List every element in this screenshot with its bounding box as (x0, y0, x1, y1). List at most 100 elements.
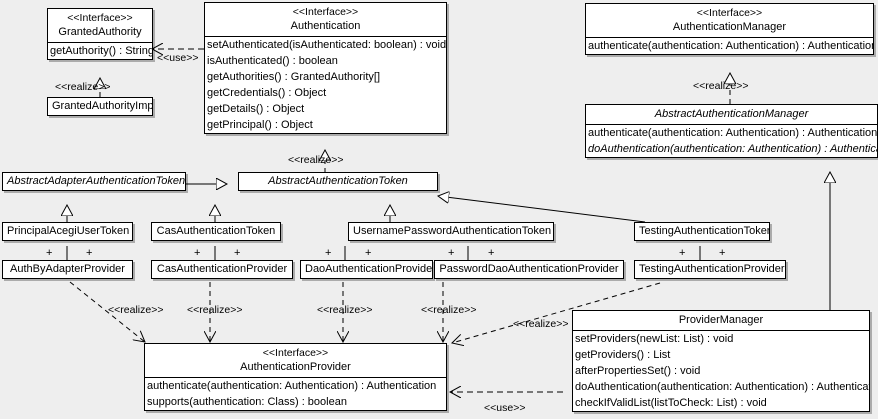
compartment-divider (586, 37, 873, 38)
class-name: GrantedAuthorityImpl (52, 100, 153, 112)
edge-label-realize-grantedauthorityimpl: <<realize>> (55, 81, 111, 93)
edge-label-realize-casauthenticationprovider: <<realize>> (187, 304, 243, 316)
class-auth-by-adapter-provider[interactable]: AuthByAdapterProvider (2, 260, 133, 279)
operation: supports(authentication: Class) : boolea… (147, 396, 347, 408)
class-testing-authentication-provider[interactable]: TestingAuthenticationProvider (634, 260, 786, 279)
stereotype: <<Interface>> (696, 7, 763, 19)
class-provider-manager[interactable]: ProviderManager setProviders(newList: Li… (572, 310, 870, 412)
class-header: <<Interface>> AuthenticationManager (586, 4, 873, 37)
assoc-marker-plus: + (448, 247, 455, 259)
operation: getPrincipal() : Object (207, 119, 313, 131)
class-name: AuthenticationManager (672, 21, 787, 33)
class-principal-acegi-user-token[interactable]: PrincipalAcegiUserToken (2, 222, 133, 241)
class-granted-authority[interactable]: <<Interface>> GrantedAuthority getAuthor… (47, 8, 153, 60)
class-header: ProviderManager (573, 311, 869, 330)
class-header: AuthByAdapterProvider (3, 261, 132, 278)
class-cas-authentication-token[interactable]: CasAuthenticationToken (151, 222, 281, 241)
class-header: UsernamePasswordAuthenticationToken (349, 223, 553, 240)
class-name: AbstractAuthenticationToken (268, 175, 408, 187)
class-abstract-adapter-authentication-token[interactable]: AbstractAdapterAuthenticationToken (2, 172, 186, 191)
class-header: AbstractAdapterAuthenticationToken (3, 173, 185, 190)
class-header: AbstractAuthenticationManager (586, 105, 877, 124)
class-authentication[interactable]: <<Interface>> Authentication setAuthenti… (204, 2, 447, 134)
operation: authenticate(authentication: Authenticat… (588, 40, 874, 52)
class-header: AbstractAuthenticationToken (239, 173, 437, 190)
operation: getAuthorities() : GrantedAuthority[] (207, 71, 381, 83)
edge-label-use-authentication: <<use>> (157, 52, 199, 64)
class-name: TestingAuthenticationProvider (639, 263, 785, 275)
operation: isAuthenticated() : boolean (207, 55, 338, 67)
class-header: PasswordDaoAuthenticationProvider (435, 261, 623, 278)
edge-label-realize-abstractauthenticationtoken: <<realize>> (288, 154, 344, 166)
operations-compartment: authenticate(authentication: Authenticat… (586, 38, 873, 54)
class-header: TestingAuthenticationProvider (635, 261, 785, 278)
class-username-password-authentication-token[interactable]: UsernamePasswordAuthenticationToken (348, 222, 554, 241)
class-name: AuthenticationProvider (240, 361, 351, 373)
edge-label-realize-abstractauthenticationmanager: <<realize>> (693, 80, 749, 92)
assoc-marker-plus: + (46, 247, 53, 259)
class-name: UsernamePasswordAuthenticationToken (353, 225, 552, 237)
operation: getDetails() : Object (207, 103, 305, 115)
operation: checkIfValidList(listToCheck: List) : vo… (575, 397, 767, 409)
class-name: ProviderManager (678, 314, 764, 326)
class-granted-authority-impl[interactable]: GrantedAuthorityImpl (47, 97, 153, 116)
operations-compartment: authenticate(authentication: Authenticat… (145, 378, 446, 410)
edge-label-use-providermanager: <<use>> (484, 402, 526, 414)
assoc-marker-plus: + (679, 247, 686, 259)
class-name: DaoAuthenticationProvider (305, 263, 433, 275)
operation: setProviders(newList: List) : void (575, 333, 734, 345)
class-header: <<Interface>> GrantedAuthority (48, 9, 152, 42)
class-header: DaoAuthenticationProvider (301, 261, 432, 278)
class-dao-authentication-provider[interactable]: DaoAuthenticationProvider (300, 260, 433, 279)
operation: doAuthentication(authentication: Authent… (575, 381, 870, 393)
assoc-marker-plus: + (86, 247, 93, 259)
operation: doAuthentication(authentication: Authent… (588, 143, 878, 155)
compartment-divider (48, 42, 152, 43)
stereotype: <<Interface>> (292, 6, 359, 18)
class-name: CasAuthenticationProvider (156, 263, 288, 275)
operation: getProviders() : List (575, 349, 671, 361)
operation: afterPropertiesSet() : void (575, 365, 701, 377)
compartment-divider (586, 124, 877, 125)
stereotype: <<Interface>> (67, 12, 133, 24)
class-name: PrincipalAcegiUserToken (7, 225, 130, 237)
operations-compartment: getAuthority() : String (48, 43, 152, 59)
class-name: AbstractAdapterAuthenticationToken (7, 175, 186, 187)
edge-label-realize-testingauthenticationprovider: <<realize>> (513, 318, 569, 330)
edge-label-realize-passworddaoauthenticationprovider: <<realize>> (421, 304, 477, 316)
assoc-marker-plus: + (234, 247, 241, 259)
class-name: PasswordDaoAuthenticationProvider (439, 263, 619, 275)
class-name: AuthByAdapterProvider (10, 263, 125, 275)
class-name: GrantedAuthority (58, 26, 142, 38)
class-header: PrincipalAcegiUserToken (3, 223, 132, 240)
operation: authenticate(authentication: Authenticat… (588, 127, 878, 139)
class-name: AbstractAuthenticationManager (654, 108, 809, 120)
operations-compartment: setAuthenticated(isAuthenticated: boolea… (205, 37, 446, 133)
class-password-dao-authentication-provider[interactable]: PasswordDaoAuthenticationProvider (434, 260, 624, 279)
class-abstract-authentication-manager[interactable]: AbstractAuthenticationManager authentica… (585, 104, 878, 158)
class-authentication-provider[interactable]: <<Interface>> AuthenticationProvider aut… (144, 343, 447, 411)
compartment-divider (573, 330, 869, 331)
class-cas-authentication-provider[interactable]: CasAuthenticationProvider (151, 260, 293, 279)
class-abstract-authentication-token[interactable]: AbstractAuthenticationToken (238, 172, 438, 191)
compartment-divider (145, 377, 446, 378)
assoc-marker-plus: + (488, 247, 495, 259)
edge-label-realize-authbyadapterprovider: <<realize>> (108, 304, 164, 316)
assoc-marker-plus: + (719, 247, 726, 259)
assoc-marker-plus: + (365, 247, 372, 259)
class-header: TestingAuthenticationToken (635, 223, 769, 240)
operation: getAuthority() : String (50, 45, 153, 57)
class-header: CasAuthenticationToken (152, 223, 280, 240)
class-header: <<Interface>> Authentication (205, 3, 446, 36)
class-name: CasAuthenticationToken (156, 225, 276, 237)
operations-compartment: authenticate(authentication: Authenticat… (586, 125, 877, 157)
operation: getCredentials() : Object (207, 87, 327, 99)
class-header: <<Interface>> AuthenticationProvider (145, 344, 446, 377)
class-testing-authentication-token[interactable]: TestingAuthenticationToken (634, 222, 770, 241)
class-name: TestingAuthenticationToken (639, 225, 770, 237)
class-name: Authentication (290, 20, 361, 32)
class-authentication-manager[interactable]: <<Interface>> AuthenticationManager auth… (585, 3, 874, 55)
operations-compartment: setProviders(newList: List) : void getPr… (573, 331, 869, 411)
compartment-divider (205, 36, 446, 37)
